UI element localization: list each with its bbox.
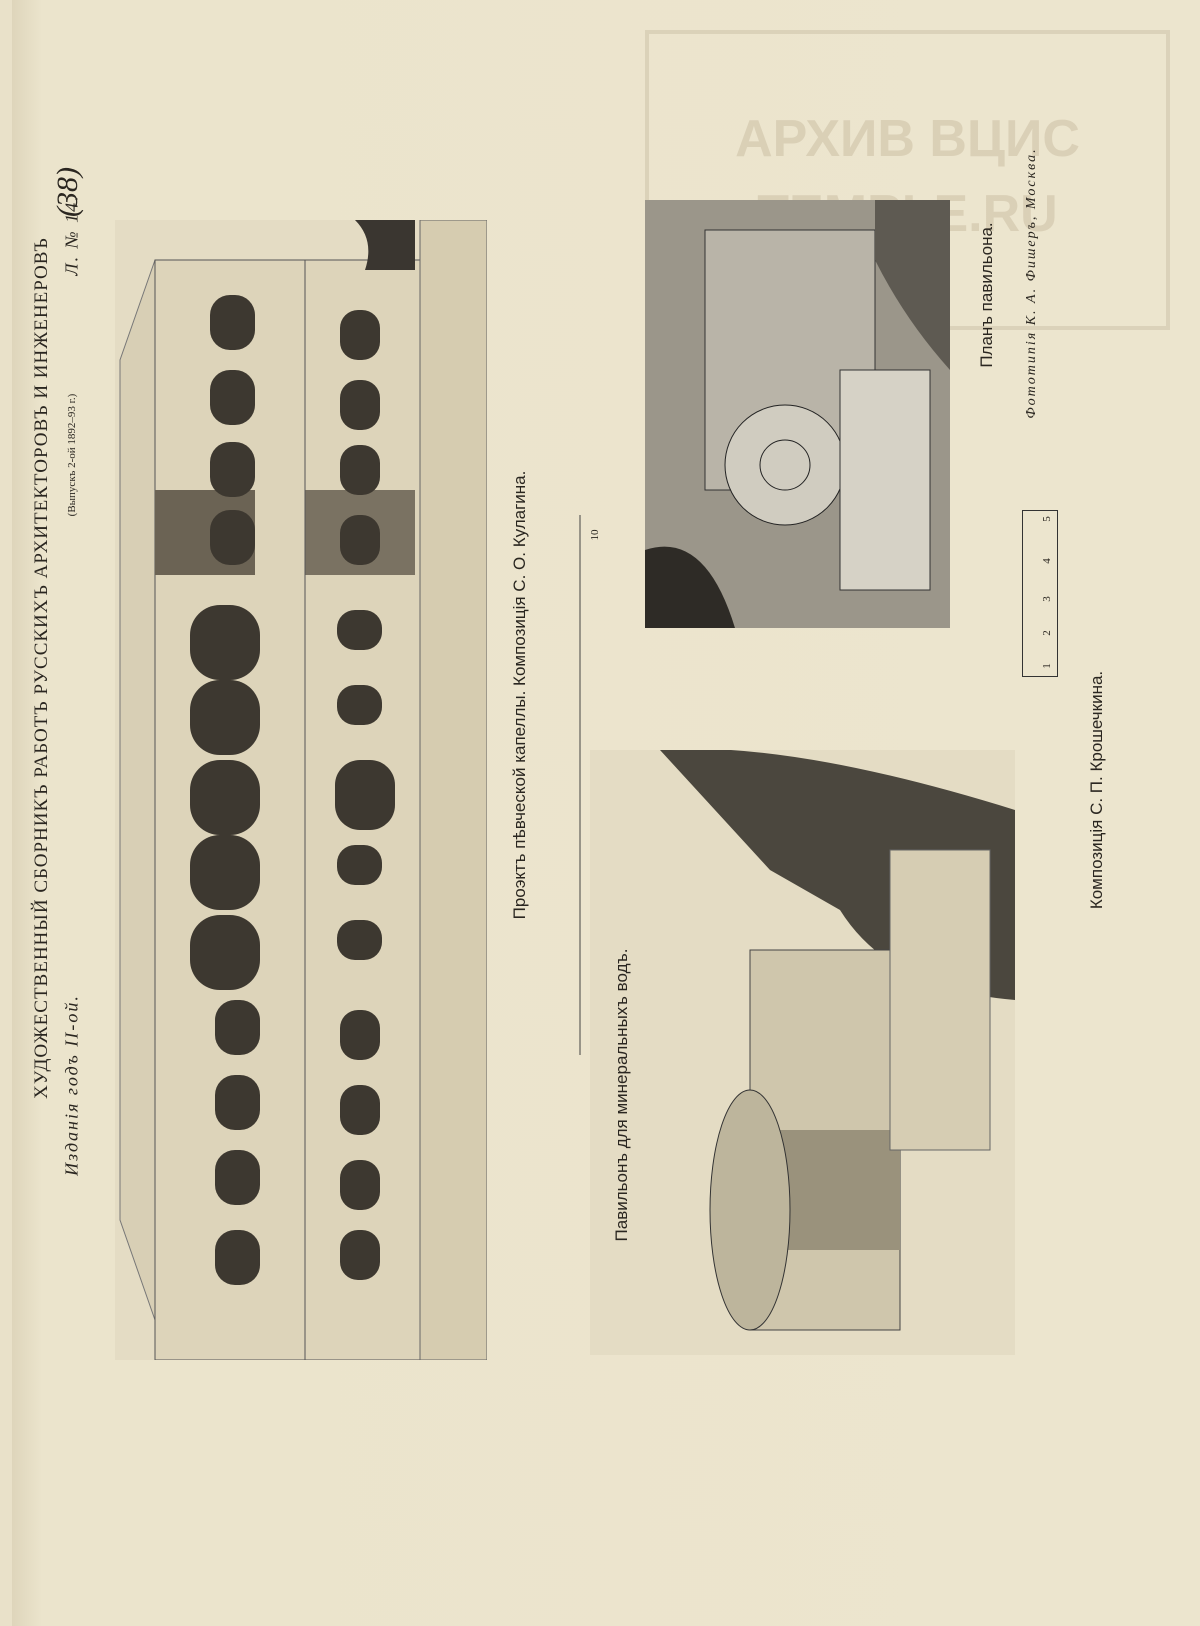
scale-tick: 4 [1041,558,1053,564]
issue-label: (Выпускъ 2-ой 1892–93 г.) [66,393,78,517]
chapel-scale-bar [579,515,581,1055]
chapel-facade-drawing [115,220,487,1360]
plan-caption: Планъ павильона. [977,222,996,368]
scale-tick: 3 [1041,596,1053,602]
scale-tick: 1 [1041,663,1053,669]
scale-tick: 5 [1041,516,1053,522]
printer-credit: Фототипія К. А. Фишеръ, Москва. [1024,147,1039,419]
pavilion-plan-drawing [645,200,950,628]
handwritten-number: (38) [51,167,84,217]
pavilion-elevation-drawing [590,750,1015,1355]
plan-scale-bar: 1 2 3 4 5 [1022,510,1058,677]
scale-tick: 10 [589,529,601,541]
watermark-line1: АРХИВ ВЦИС [735,110,1080,168]
publication-year: Изданія годъ II-ой. [61,994,82,1176]
chapel-caption: Проэктъ пѣвческой капеллы. Композиція С.… [510,470,529,920]
publication-title: Художественный сборникъ работъ русскихъ … [31,237,52,1099]
scale-tick: 2 [1041,630,1053,636]
pavilion-caption: Павильонъ для минеральныхъ водъ. [612,948,631,1242]
pavilion-author: Композиція С. П. Крошечкина. [1087,670,1106,910]
